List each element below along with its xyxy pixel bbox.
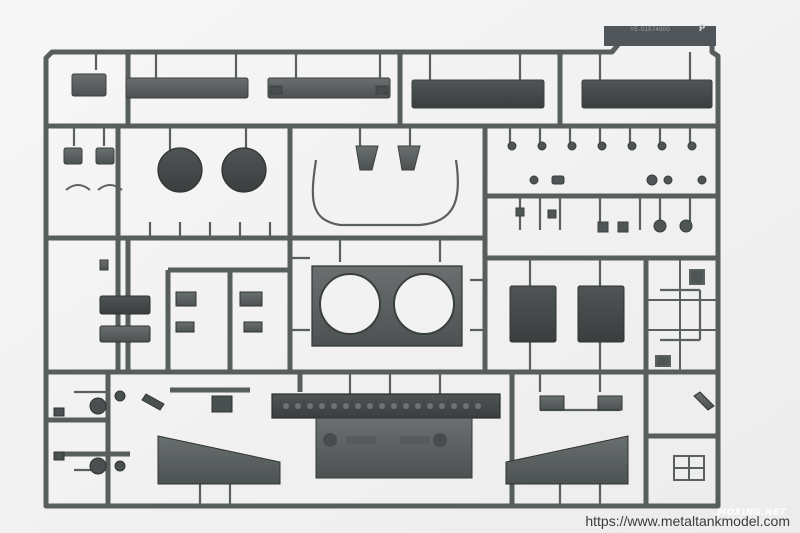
top-row-parts: [71, 26, 716, 109]
hatch-plate: [311, 265, 463, 347]
plate-engraving: YE-01574900: [630, 27, 670, 33]
right-subgrid: [646, 258, 718, 372]
round-covers: [157, 147, 267, 193]
left-mid-parts: [99, 291, 263, 343]
bottom-left-fittings: [53, 390, 233, 475]
center-brackets: [355, 145, 421, 171]
right-mid-boxes: [509, 285, 625, 343]
plate-letter: P: [698, 24, 706, 34]
right-fittings: [507, 141, 707, 233]
right-lower-parts: [539, 391, 715, 481]
bottom-side-plates: [157, 435, 629, 485]
bottom-long-part: [271, 393, 501, 479]
left-small-parts: [63, 147, 123, 271]
